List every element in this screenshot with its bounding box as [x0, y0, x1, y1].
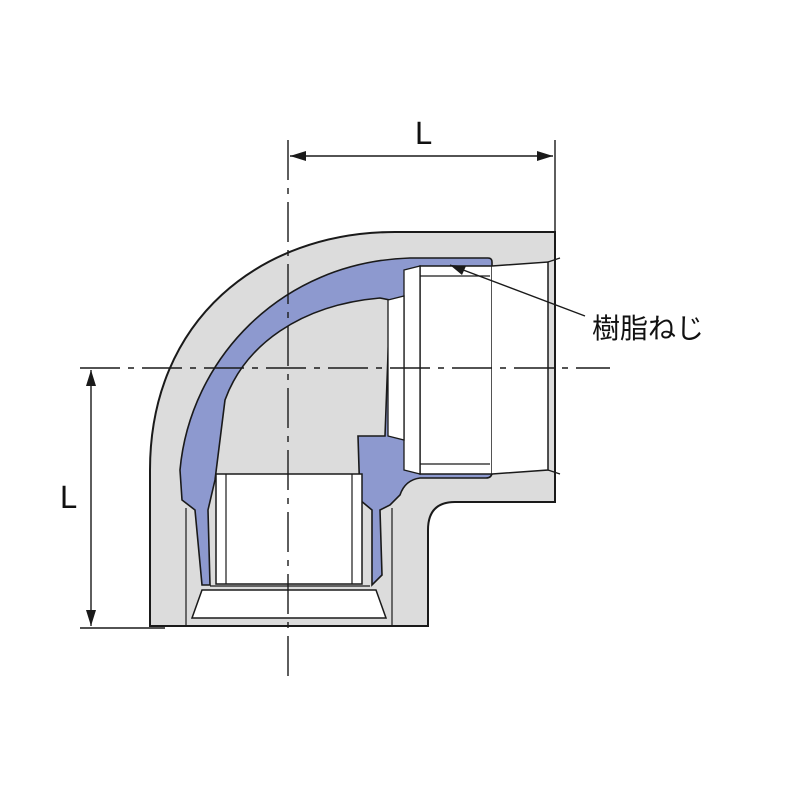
callout-leader — [449, 264, 586, 317]
bottom-socket-bore — [215, 473, 363, 585]
top-dimension-label: L — [415, 117, 432, 152]
left-dimension-label: L — [60, 481, 77, 516]
bottom-socket-outer — [190, 589, 388, 619]
right-socket-bore — [419, 265, 493, 475]
callout-label: 樹脂ねじ — [592, 312, 704, 345]
